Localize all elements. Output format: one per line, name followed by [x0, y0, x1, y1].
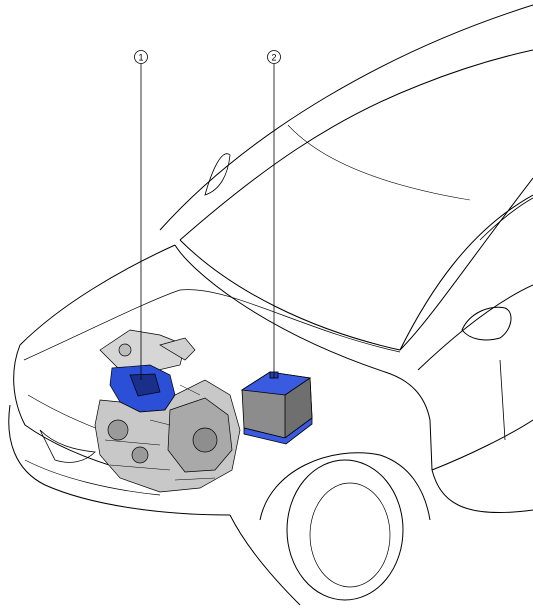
- front-bumper-lower: [8, 404, 231, 516]
- callout-1: 1: [134, 50, 148, 380]
- hood-crease: [23, 289, 401, 361]
- battery-assembly: [240, 371, 313, 445]
- highlighted-component-1-detail: [129, 373, 161, 397]
- front-wheel-inner: [309, 482, 391, 588]
- hood-rear-line: [174, 244, 386, 373]
- windshield-bottom-edge: [179, 177, 533, 351]
- wiper-blade: [204, 153, 231, 196]
- side-body-line: [431, 419, 533, 471]
- engine-cover-emblem: [118, 343, 132, 357]
- hood-front-edge: [19, 244, 176, 346]
- a-pillar: [399, 194, 533, 351]
- front-wheel-outer: [286, 459, 404, 601]
- front-fender: [384, 371, 433, 471]
- pulley-1: [107, 419, 129, 441]
- windshield-inner-line: [287, 124, 471, 201]
- front-wheel-arch: [259, 452, 431, 521]
- pulley-3: [192, 427, 218, 453]
- rocker-panel: [431, 469, 533, 514]
- callout-1-label: 1: [138, 53, 143, 63]
- side-window-upper: [479, 197, 533, 241]
- bottom-edge: [229, 514, 301, 606]
- pulley-2: [131, 446, 149, 464]
- callout-2: 2: [267, 50, 281, 378]
- callout-2-label: 2: [271, 53, 276, 63]
- car-body: [8, 4, 533, 606]
- lower-intake: [24, 459, 161, 496]
- battery-tray: [243, 417, 313, 445]
- battery-top-cover: [240, 371, 312, 396]
- door-line: [499, 359, 506, 441]
- callout-1-circle: [134, 50, 148, 64]
- callout-2-circle: [267, 50, 281, 64]
- intake-pipe: [159, 337, 196, 361]
- roof-line: [159, 4, 533, 231]
- engine-detail-lines: [104, 384, 216, 481]
- engine-assembly: [94, 329, 241, 493]
- headlamp-outline: [39, 429, 96, 463]
- side-mirror: [461, 306, 512, 341]
- side-window-lower: [417, 284, 533, 371]
- windshield-top-edge: [179, 49, 533, 241]
